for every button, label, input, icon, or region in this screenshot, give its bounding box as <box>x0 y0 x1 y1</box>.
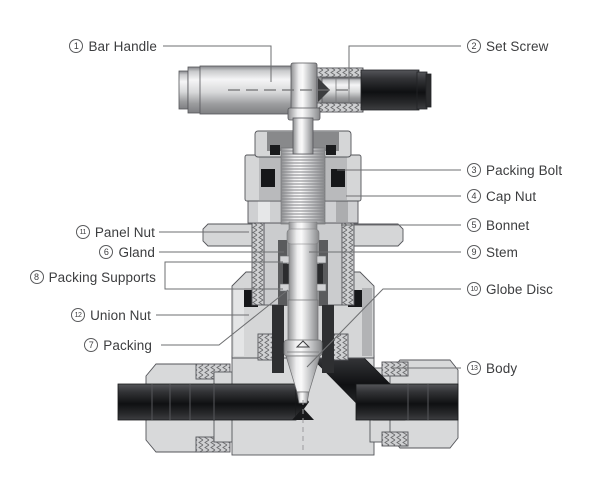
label-number: 3 <box>467 163 481 177</box>
label-panel-nut: 11 Panel Nut <box>75 223 155 241</box>
label-number: 12 <box>71 308 86 322</box>
label-cap-nut: 4 Cap Nut <box>467 187 536 205</box>
label-text: Globe Disc <box>486 281 554 297</box>
leader-packing-supports <box>164 261 283 290</box>
label-text: Body <box>486 360 518 376</box>
label-number: 10 <box>467 282 481 296</box>
label-bonnet: 5 Bonnet <box>467 216 529 234</box>
label-text: Union Nut <box>90 307 151 323</box>
label-number: 13 <box>467 361 481 375</box>
leader-bar-handle <box>163 45 272 82</box>
label-text: Set Screw <box>486 38 549 54</box>
leader-set-screw <box>348 45 461 89</box>
label-set-screw: 2 Set Screw <box>467 37 548 55</box>
label-bar-handle: 1 Bar Handle <box>69 37 157 55</box>
bar-handle-part <box>178 62 432 155</box>
label-number: 6 <box>99 245 114 259</box>
label-stem: 9 Stem <box>467 243 518 261</box>
label-number: 2 <box>467 39 481 53</box>
label-number: 9 <box>467 245 481 259</box>
label-number: 4 <box>467 189 481 203</box>
leader-lines <box>156 45 461 369</box>
label-text: Panel Nut <box>94 224 155 240</box>
label-number: 8 <box>29 270 44 284</box>
label-text: Packing Supports <box>48 269 156 285</box>
label-number: 5 <box>467 218 481 232</box>
label-packing: 7 Packing <box>84 336 152 354</box>
globe-disc-part <box>272 299 334 404</box>
leader-globe-disc <box>306 288 461 368</box>
label-number: 11 <box>75 225 90 239</box>
label-text: Packing Bolt <box>486 162 563 178</box>
label-number: 1 <box>69 39 84 53</box>
label-packing-bolt: 3 Packing Bolt <box>467 161 562 179</box>
label-text: Packing <box>103 337 152 353</box>
label-text: Cap Nut <box>486 188 537 204</box>
label-packing-supports: 8 Packing Supports <box>29 268 156 286</box>
flow-passage-part <box>117 341 459 421</box>
label-text: Bar Handle <box>88 38 157 54</box>
label-union-nut: 12 Union Nut <box>71 306 151 324</box>
label-text: Gland <box>118 244 155 260</box>
label-text: Bonnet <box>486 217 530 233</box>
label-body: 13 Body <box>467 359 517 377</box>
label-number: 7 <box>84 338 99 352</box>
label-gland: 6 Gland <box>99 243 155 261</box>
label-text: Stem <box>486 244 518 260</box>
leader-packing <box>161 289 289 346</box>
label-globe-disc: 10 Globe Disc <box>467 280 553 298</box>
